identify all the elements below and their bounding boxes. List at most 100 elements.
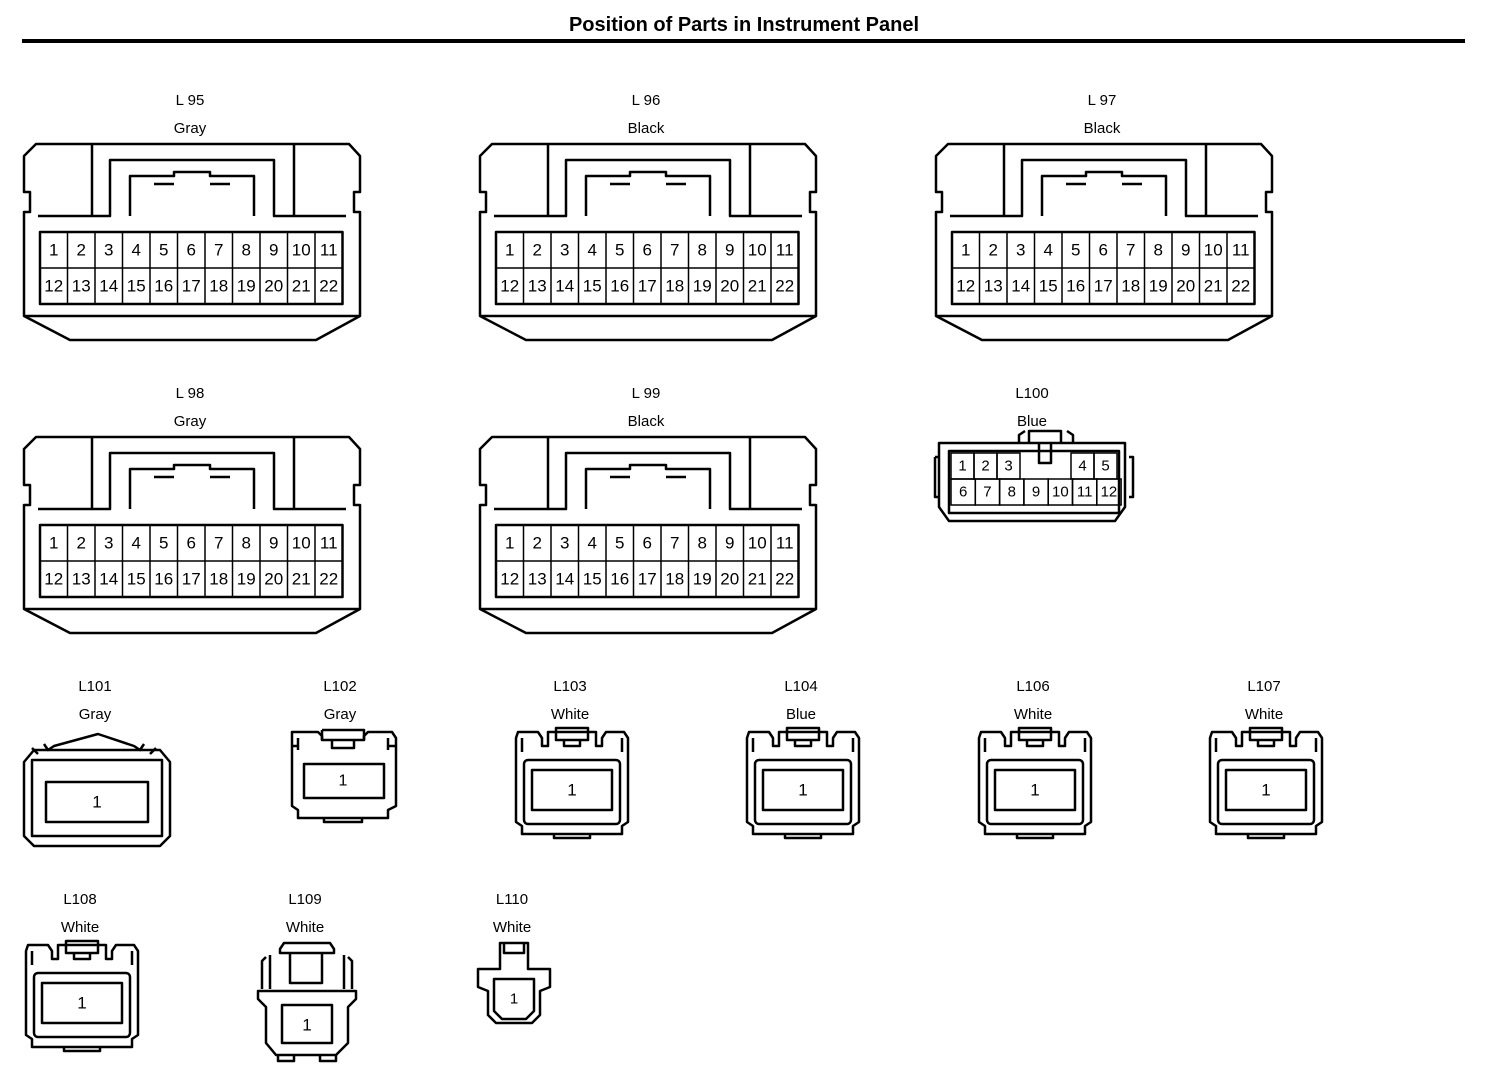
connector-color: Gray <box>78 706 112 723</box>
connector-color: White <box>1013 706 1053 723</box>
pin-number: 14 <box>1011 277 1030 296</box>
pin-number: 6 <box>643 241 652 260</box>
pin-number: 9 <box>1032 484 1040 501</box>
connector-color: White <box>1244 706 1284 723</box>
connector-drawing: 1 <box>290 728 398 824</box>
pin-number: 3 <box>104 241 113 260</box>
pin-number: 2 <box>533 241 542 260</box>
pin-number: 6 <box>643 534 652 553</box>
connector-id: L 96 <box>631 92 661 109</box>
pin-number: 1 <box>49 241 58 260</box>
pin-number: 19 <box>693 277 712 296</box>
connector-id: L109 <box>288 891 322 908</box>
pin-number: 12 <box>1101 484 1118 501</box>
pin-number: 5 <box>1101 458 1109 475</box>
pin-number: 10 <box>1052 484 1069 501</box>
connector-id: L106 <box>1016 678 1050 695</box>
lock-tab <box>584 463 712 509</box>
pin-number: 5 <box>1071 241 1080 260</box>
connector-drawing: 1 <box>476 941 552 1025</box>
pin-number: 10 <box>292 534 311 553</box>
pin-number: 12 <box>500 570 519 589</box>
connector-color: Black <box>1083 120 1121 137</box>
pin-number: 19 <box>237 277 256 296</box>
pin-number: 5 <box>615 534 624 553</box>
connector-color: White <box>285 919 325 936</box>
pin-number: 2 <box>981 458 989 475</box>
pin-number: 5 <box>159 534 168 553</box>
pin-number: 3 <box>560 241 569 260</box>
pin-number: 11 <box>1077 484 1093 501</box>
pin-number: 17 <box>182 277 201 296</box>
pin-number: 11 <box>320 241 338 260</box>
lock-tab <box>584 170 712 216</box>
pin-number: 16 <box>154 277 173 296</box>
pin-number: 8 <box>242 534 251 553</box>
pin-number: 22 <box>319 570 338 589</box>
connector-color: White <box>492 919 532 936</box>
connector-color: White <box>60 919 100 936</box>
latch-frame <box>38 158 346 218</box>
connector-drawing: 1 <box>22 732 172 848</box>
connector-housing <box>476 941 552 1025</box>
pin-number: 1 <box>1030 781 1039 800</box>
pin-number: 10 <box>292 241 311 260</box>
pin-number: 1 <box>505 241 514 260</box>
pin-number: 21 <box>292 570 311 589</box>
pin-number: 16 <box>610 277 629 296</box>
page-title: Position of Parts in Instrument Panel <box>568 14 920 36</box>
lock-tab <box>502 943 526 955</box>
connector-color: White <box>550 706 590 723</box>
pin-number: 1 <box>339 773 348 790</box>
pin-cell <box>40 981 124 1025</box>
pin-number: 8 <box>698 534 707 553</box>
lock-tab <box>785 726 821 748</box>
connector-id: L 98 <box>175 385 205 402</box>
connector-housing <box>22 435 362 635</box>
pin-number: 21 <box>748 277 767 296</box>
pin-number: 13 <box>528 277 547 296</box>
pin-number: 7 <box>670 241 679 260</box>
pin-number: 4 <box>1044 241 1053 260</box>
connector-id: L101 <box>78 678 112 695</box>
pin-number: 1 <box>49 534 58 553</box>
connector-id: L 97 <box>1087 92 1117 109</box>
pin-number: 7 <box>214 241 223 260</box>
lock-tab <box>1040 170 1168 216</box>
pin-number: 15 <box>1039 277 1058 296</box>
pin-number: 19 <box>1149 277 1168 296</box>
pin-number: 4 <box>132 534 141 553</box>
pin-cell <box>993 768 1077 812</box>
pin-number: 17 <box>638 277 657 296</box>
pin-number: 7 <box>670 534 679 553</box>
connector-color: Black <box>627 413 665 430</box>
pin-number: 12 <box>44 277 63 296</box>
pin-number: 9 <box>269 241 278 260</box>
pin-number: 17 <box>182 570 201 589</box>
pin-number: 3 <box>104 534 113 553</box>
pin-number: 9 <box>725 534 734 553</box>
pin-number: 17 <box>1094 277 1113 296</box>
pin-number: 21 <box>292 277 311 296</box>
pin-number: 8 <box>698 241 707 260</box>
pin-number: 11 <box>776 534 794 553</box>
pin-number: 12 <box>44 570 63 589</box>
pin-number: 22 <box>319 277 338 296</box>
connector-housing <box>934 142 1274 342</box>
pin-number: 7 <box>1126 241 1135 260</box>
pin-number: 20 <box>720 570 739 589</box>
pin-number: 16 <box>154 570 173 589</box>
pin-number: 2 <box>77 534 86 553</box>
pin-number: 16 <box>1066 277 1085 296</box>
connector-housing <box>745 730 861 836</box>
connector-drawing: 1 <box>24 939 140 1053</box>
